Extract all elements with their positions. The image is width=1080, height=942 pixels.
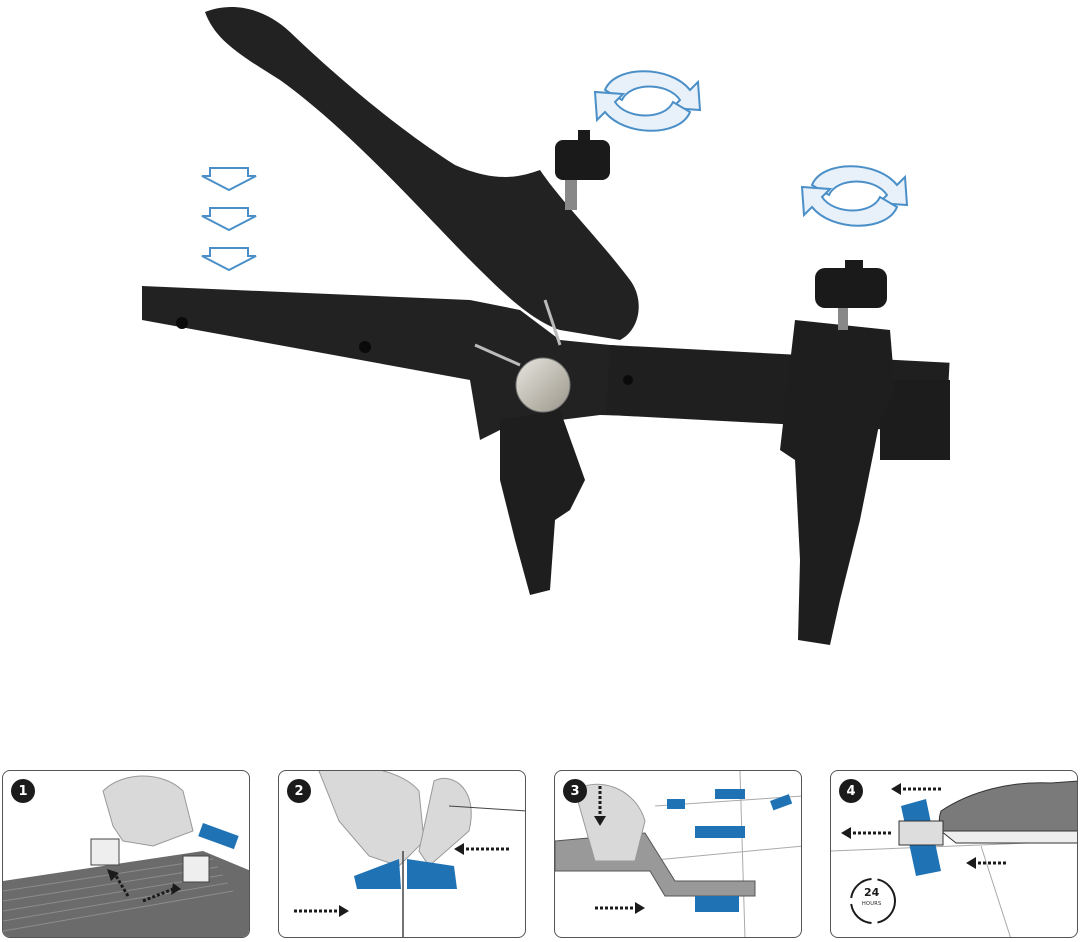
rotate-arrows-icon-right: [800, 165, 909, 227]
step-1-panel: 1: [2, 770, 250, 938]
step-3-illustration: [555, 771, 801, 937]
upper-handle: [205, 6, 639, 341]
step-number-badge: 2: [287, 779, 311, 803]
hand-icon: [102, 775, 194, 847]
adjust-screw-top: [555, 130, 610, 210]
step-3-panel: 3: [554, 770, 802, 938]
step-2-panel: 2: [278, 770, 526, 938]
rotate-arrows-icon-top: [593, 70, 702, 132]
right-jaw: [780, 320, 895, 645]
step-number-badge: 1: [11, 779, 35, 803]
blue-wedge-right: [407, 859, 457, 889]
hours-label: HOURS: [862, 901, 882, 907]
step-2-illustration: [294, 771, 525, 937]
blue-wedge-left: [354, 859, 401, 889]
instruction-steps: 1 2: [0, 770, 1080, 942]
step-number-badge: 3: [563, 779, 587, 803]
step-number-badge: 4: [839, 779, 863, 803]
step-1-illustration: [3, 775, 249, 937]
press-arrows-icon: [201, 167, 257, 272]
step-4-panel: 4 24 HOURS: [830, 770, 1078, 938]
step-4-illustration: [831, 780, 1077, 937]
hours-value: 24: [864, 886, 880, 899]
adjust-screw-right: [815, 260, 887, 330]
pivot-rivet: [515, 357, 571, 413]
left-jaw: [500, 410, 585, 595]
spring: [474, 299, 562, 367]
product-illustration: [142, 6, 950, 645]
clock-icon: [850, 878, 896, 924]
tile-pliers-image: [142, 6, 950, 645]
